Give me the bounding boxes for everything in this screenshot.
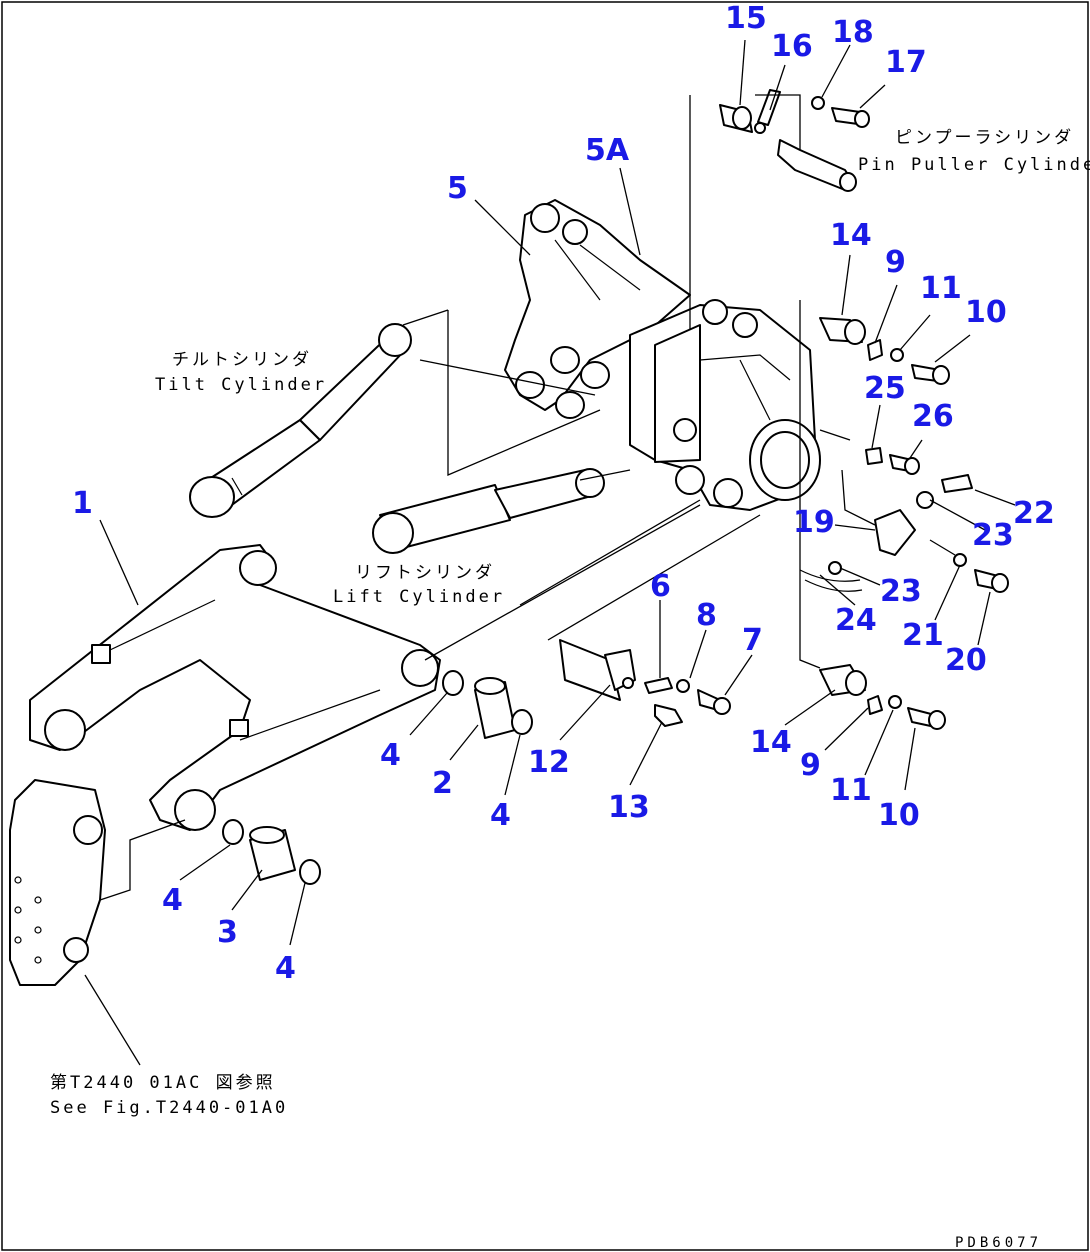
callout-23-right: 23 xyxy=(972,518,1014,553)
pin-part-14-upper xyxy=(819,317,866,345)
callout-labels: 1 5 5A 15 16 18 17 14 9 11 10 25 26 22 1… xyxy=(72,1,1055,986)
seal-part-4 xyxy=(222,670,533,885)
callout-8: 8 xyxy=(696,598,717,633)
bolt-part-10-upper xyxy=(911,364,950,385)
pin-part-15 xyxy=(719,104,753,133)
callout-14-lower: 14 xyxy=(750,725,792,760)
tilt-cylinder-label-en: Tilt Cylinder xyxy=(155,375,327,395)
pin-part-12 xyxy=(559,639,636,701)
callout-1: 1 xyxy=(72,486,93,521)
callout-17: 17 xyxy=(885,45,927,80)
lift-cylinder-label-en: Lift Cylinder xyxy=(333,587,505,607)
callout-4-a: 4 xyxy=(380,738,401,773)
bolt-part-22 xyxy=(941,474,973,493)
tilt-cylinder xyxy=(189,323,412,518)
see-figure-label-en: See Fig.T2440-01A0 xyxy=(50,1098,288,1118)
washer-part-11-upper xyxy=(890,348,904,362)
callout-13: 13 xyxy=(608,790,650,825)
pin-part-14-lower xyxy=(819,664,867,696)
bolt-part-17 xyxy=(831,107,870,128)
callout-10-upper: 10 xyxy=(965,295,1007,330)
callout-22: 22 xyxy=(1013,496,1055,531)
lift-cylinder xyxy=(372,468,605,554)
callout-10-lower: 10 xyxy=(878,798,920,833)
callout-15: 15 xyxy=(725,1,767,36)
captions: ピンプーラシリンダ Pin Puller Cylinder チルトシリンダ Ti… xyxy=(50,128,1090,1251)
fitting-part-13 xyxy=(654,704,683,727)
callout-26: 26 xyxy=(912,399,954,434)
callout-21: 21 xyxy=(902,618,944,653)
callout-4-b: 4 xyxy=(490,798,511,833)
frame-part xyxy=(9,779,106,986)
cover-part-19 xyxy=(874,509,916,556)
callout-18: 18 xyxy=(832,15,874,50)
callout-14-upper: 14 xyxy=(830,218,872,253)
callout-4-d: 4 xyxy=(275,951,296,986)
washer-part-11-lower xyxy=(888,695,902,709)
housing-part-5a xyxy=(629,299,821,511)
callout-25: 25 xyxy=(864,371,906,406)
bolt-part-7 xyxy=(697,689,731,715)
bushing-part-3 xyxy=(249,826,296,881)
callout-6: 6 xyxy=(650,569,671,604)
bushing-part-2 xyxy=(474,677,516,739)
callout-2: 2 xyxy=(432,766,453,801)
bolt-part-10-lower xyxy=(907,707,946,730)
tilt-cylinder-label-jp: チルトシリンダ xyxy=(172,350,312,370)
plate-part-25 xyxy=(865,447,883,465)
bolt-part-26 xyxy=(889,454,920,475)
callout-20: 20 xyxy=(945,643,987,678)
callout-11-lower: 11 xyxy=(830,773,872,808)
callout-12: 12 xyxy=(528,745,570,780)
callout-19: 19 xyxy=(793,505,835,540)
callout-3: 3 xyxy=(217,915,238,950)
callout-9-lower: 9 xyxy=(800,748,821,783)
hose-part-24 xyxy=(799,569,863,592)
callout-23-left: 23 xyxy=(880,574,922,609)
callout-5a: 5A xyxy=(585,133,630,168)
callout-7: 7 xyxy=(742,623,763,658)
washer-part-18 xyxy=(811,96,825,110)
leader-lines xyxy=(84,39,1016,1066)
lift-arm-part-1 xyxy=(29,544,441,831)
bracket-part-5 xyxy=(504,199,691,419)
callout-11-upper: 11 xyxy=(920,271,962,306)
callout-24: 24 xyxy=(835,603,877,638)
callout-5: 5 xyxy=(447,171,468,206)
spring-pin-part-9-lower xyxy=(867,695,883,715)
washer-part-21 xyxy=(953,553,967,567)
callout-4-c: 4 xyxy=(162,883,183,918)
see-figure-label-jp: 第T2440 01AC 図参照 xyxy=(50,1073,276,1093)
callout-16: 16 xyxy=(771,29,813,64)
callout-9-upper: 9 xyxy=(885,245,906,280)
drawing-code: PDB6077 xyxy=(955,1235,1042,1251)
washer-part-8 xyxy=(676,679,690,693)
pin-puller-label-en: Pin Puller Cylinder xyxy=(858,155,1090,175)
lift-cylinder-label-jp: リフトシリンダ xyxy=(355,563,495,583)
bolt-part-20 xyxy=(974,569,1009,593)
pin-puller-label-jp: ピンプーラシリンダ xyxy=(895,128,1074,148)
spring-part-16 xyxy=(754,89,781,134)
plate-part-6 xyxy=(644,677,673,694)
pin-puller-cylinder xyxy=(777,139,857,192)
